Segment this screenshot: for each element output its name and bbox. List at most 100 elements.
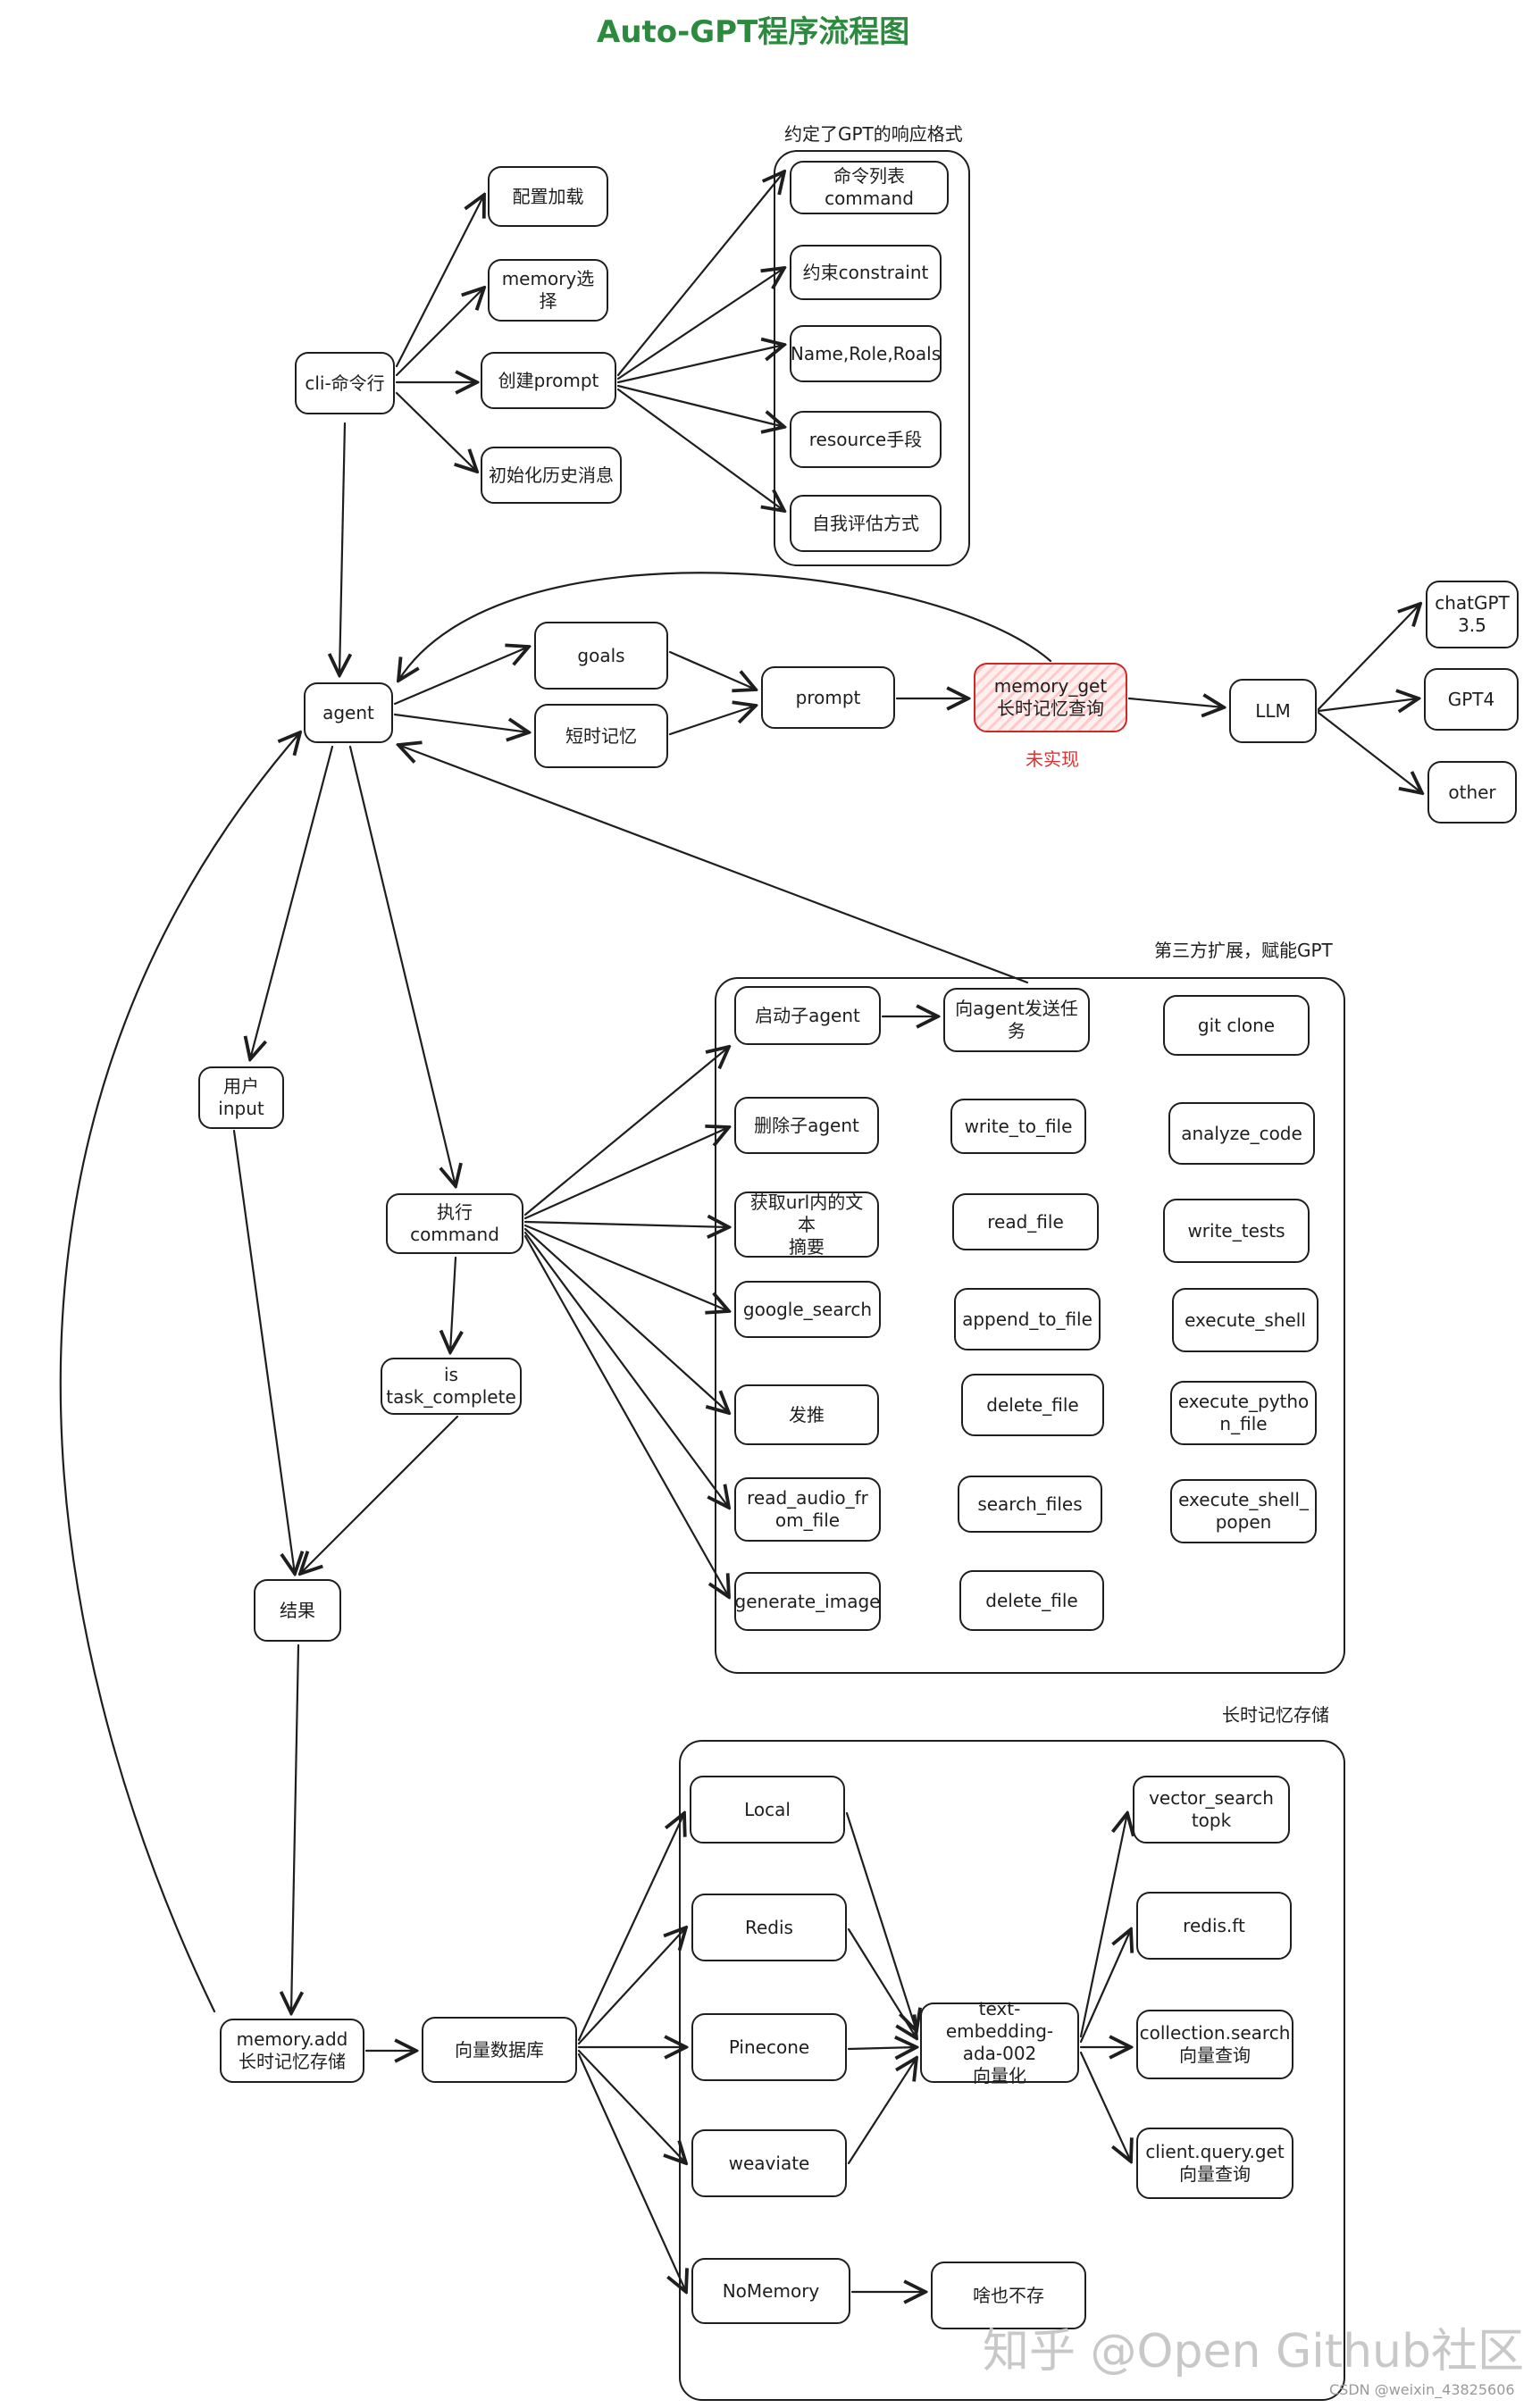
arrow-send-agent-to-agent [398,745,1029,984]
node-result: 结果 [254,1579,341,1642]
node-tweet: 发推 [734,1384,879,1445]
node-llm: LLM [1229,679,1317,743]
node-create-prompt: 创建prompt [481,352,616,409]
node-delete-agent: 删除子agent [734,1097,879,1154]
diagram-title: Auto-GPT程序流程图 [597,14,910,50]
watermark: 知乎 @Open Github社区 [983,2325,1524,2379]
arrow-cli-to-memory [395,288,484,377]
node-append-to-file: append_to_file [954,1288,1101,1350]
node-exec-command: 执行command [386,1193,523,1254]
node-write-tests: write_tests [1163,1199,1310,1263]
arrow-prompt-to-self-eval [616,388,784,511]
arrow-vector-db-to-weaviate [577,2049,686,2163]
arrow-prompt-to-resource [616,384,784,427]
arrow-exec-to-tweet [523,1227,729,1413]
node-is-complete: is task_complete [381,1358,522,1415]
node-local: Local [690,1776,845,1844]
arrow-cli-to-config [395,195,484,368]
node-pinecone: Pinecone [691,2013,847,2081]
node-store-nothing: 啥也不存 [931,2262,1086,2329]
node-search-files: search_files [958,1476,1102,1533]
credit-text: CSDN @weixin_43825606 [1329,2381,1515,2398]
node-prompt: prompt [761,666,895,729]
arrow-prompt-to-name-role [616,345,784,384]
node-self-eval: 自我评估方式 [790,495,942,552]
arrow-agent-to-goals [393,647,529,706]
node-cli: cli-命令行 [295,352,395,414]
arrow-embedding-to-redis-ft [1079,1929,1131,2044]
node-delete-file-2: delete_file [959,1570,1104,1631]
long-memory-group [679,1740,1345,2401]
node-start-agent: 启动子agent [734,986,881,1045]
arrow-result-to-memory-add [291,1643,298,2013]
node-execute-shell-popen: execute_shell_ popen [1170,1479,1317,1543]
node-name-role: Name,Role,Roals [790,325,942,382]
node-constraint: 约束constraint [790,245,942,300]
arrow-vector-db-to-local [577,1813,684,2042]
arrow-pinecone-to-embedding [847,2047,917,2049]
node-generate-image: generate_image [734,1572,881,1631]
node-other: other [1427,761,1517,824]
arrow-exec-to-start-agent [523,1047,729,1217]
node-vector-search: vector_search topk [1133,1776,1290,1844]
node-client-query: client.query.get 向量查询 [1136,2128,1293,2199]
arrow-vector-db-to-redis [577,1927,686,2045]
arrow-memory-get-loop [398,572,1052,681]
node-delete-file-1: delete_file [961,1374,1104,1436]
third-party-caption: 第三方扩展，赋能GPT [1154,940,1333,961]
node-weaviate: weaviate [691,2129,847,2197]
arrow-memory-get-to-llm [1127,698,1224,707]
node-goals: goals [534,622,668,690]
arrow-embedding-to-vector-search [1079,1813,1127,2038]
long-memory-caption: 长时记忆存储 [1222,1704,1329,1726]
arrow-vector-db-to-nomemory [577,2053,686,2292]
node-gpt4: GPT4 [1424,668,1519,731]
arrow-agent-to-user-input [250,745,334,1059]
third-party-group [715,977,1345,1674]
node-resource: resource手段 [790,411,942,468]
arrow-agent-to-exec-command [348,745,456,1186]
arrow-is-complete-to-result [300,1415,459,1574]
node-vector-db: 向量数据库 [422,2017,577,2083]
arrow-prompt-to-constraint [616,268,784,380]
arrow-exec-to-generate-image [523,1234,729,1597]
arrow-exec-to-google [523,1224,729,1311]
arrow-exec-to-get-url [523,1222,729,1227]
node-memory-select: memory选择 [488,259,608,322]
node-chatgpt: chatGPT 3.5 [1426,581,1519,648]
node-embedding: text-embedding- ada-002 向量化 [920,1998,1079,2086]
arrow-cli-to-init-history [395,391,477,472]
arrow-prompt-to-cmd-list [616,171,784,377]
node-memory-add: memory.add 长时记忆存储 [220,2019,364,2083]
arrow-llm-to-chatgpt [1317,604,1420,711]
node-short-memory: 短时记忆 [534,704,668,768]
node-get-url-text: 获取url内的文本 摘要 [734,1191,879,1258]
arrow-llm-to-gpt4 [1317,698,1419,711]
not-implemented-note: 未实现 [1026,748,1079,770]
arrow-exec-to-is-complete [450,1256,456,1352]
arrow-local-to-embedding [845,1811,917,2031]
node-redis-ft: redis.ft [1136,1892,1292,1960]
node-nomemory: NoMemory [691,2258,850,2324]
node-cmd-list: 命令列表command [790,161,949,214]
node-memory-get: memory_get 长时记忆查询 [974,663,1127,732]
arrow-embedding-to-client-query [1079,2051,1131,2161]
arrow-user-input-to-result [232,1129,295,1574]
arrow-cli-to-agent [339,422,345,675]
arrow-exec-to-read-audio [523,1231,729,1508]
node-redis: Redis [691,1894,847,1961]
response-format-caption: 约定了GPT的响应格式 [784,123,963,145]
node-read-file: read_file [952,1193,1099,1250]
arrow-memory-add-to-agent [59,732,300,2013]
node-user-input: 用户input [198,1066,284,1129]
node-send-agent: 向agent发送任 务 [943,988,1090,1052]
node-collection-search: collection.search 向量查询 [1136,2010,1293,2079]
node-execute-python-file: execute_pytho n_file [1170,1381,1317,1445]
arrow-llm-to-other [1317,711,1422,793]
arrow-weaviate-to-embedding [847,2058,917,2165]
node-init-history: 初始化历史消息 [481,447,622,504]
node-analyze-code: analyze_code [1168,1102,1315,1165]
arrow-short-memory-to-prompt [668,706,756,736]
